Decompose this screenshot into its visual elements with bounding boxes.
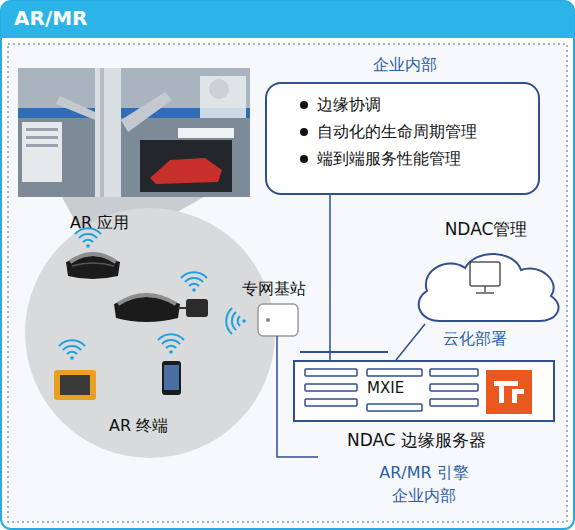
monitor-icon	[470, 262, 500, 293]
photo-video-panel	[140, 140, 232, 192]
photo-strip	[18, 108, 250, 118]
server-slots	[305, 369, 478, 411]
photo-panel	[22, 122, 62, 182]
cloud-shape: NDAC管理云化部署	[410, 248, 562, 324]
photo-robot-arm	[56, 96, 95, 120]
photo-panel-line	[26, 136, 58, 139]
cloud-caption: 云化部署	[410, 328, 540, 350]
engine-label: AR/MR 引擎 企业内部	[362, 461, 486, 507]
cloud-heading: NDAC管理	[410, 218, 562, 240]
connector-line	[330, 195, 331, 360]
photo-ui-card	[200, 76, 246, 118]
header-bar	[1, 1, 574, 38]
cloud-outline	[410, 248, 562, 324]
photo-ui-bar	[178, 128, 234, 138]
photo-pillar-shade	[100, 68, 104, 197]
circle-label: AR 应用	[70, 212, 129, 234]
photo-robot-arm	[121, 92, 172, 132]
photo-bg	[18, 68, 250, 197]
vendor-logo	[486, 370, 532, 414]
bullet-dot	[300, 128, 308, 136]
cloud-path	[419, 254, 559, 321]
wifi-icon	[158, 334, 184, 354]
bullet-text: 边缘协调	[317, 94, 537, 116]
bullet-dot	[300, 155, 308, 163]
base-station-node: 专网基站	[234, 278, 314, 340]
ar-headset	[114, 295, 208, 322]
bullet-text: 端到端服务性能管理	[317, 148, 537, 170]
photo-panel-line	[26, 144, 58, 147]
wifi-icon	[181, 272, 207, 292]
bullet-text: 自动化的生命周期管理	[317, 121, 537, 143]
photo-pillar	[95, 68, 121, 197]
header-title: AR/MR	[14, 7, 88, 29]
wifi-icon	[59, 340, 85, 360]
box-heading: 企业内部	[267, 54, 542, 76]
server-box: NDAC 边缘服务器	[293, 360, 555, 422]
ar-headset	[66, 254, 120, 279]
rounded-box: 企业内部边缘协调自动化的生命周期管理端到端服务性能管理	[265, 82, 540, 195]
connector-stroke	[329, 195, 331, 360]
photo-wall	[18, 68, 250, 108]
ar-photo	[18, 68, 250, 197]
connector-stroke	[396, 324, 425, 360]
circle-label: AR 终端	[109, 415, 168, 437]
rugged-tablet	[54, 370, 96, 400]
bracket-line	[277, 336, 318, 457]
base-station	[258, 304, 298, 336]
wifi-icon	[226, 308, 246, 334]
rack-bar	[300, 351, 388, 353]
wifi-icon	[75, 228, 101, 248]
station-label: 专网基站	[234, 278, 314, 300]
terminal-circle: AR 应用 AR 终端	[25, 208, 275, 458]
connector-line	[396, 324, 425, 360]
dotted-frame	[8, 44, 567, 522]
server-caption: NDAC 边缘服务器	[347, 429, 486, 451]
bullet-dot	[300, 101, 308, 109]
photo-red-vehicle	[150, 158, 222, 184]
smartphone	[162, 361, 181, 395]
photo-ui-button	[209, 79, 229, 99]
photo-panel-line	[26, 128, 58, 131]
